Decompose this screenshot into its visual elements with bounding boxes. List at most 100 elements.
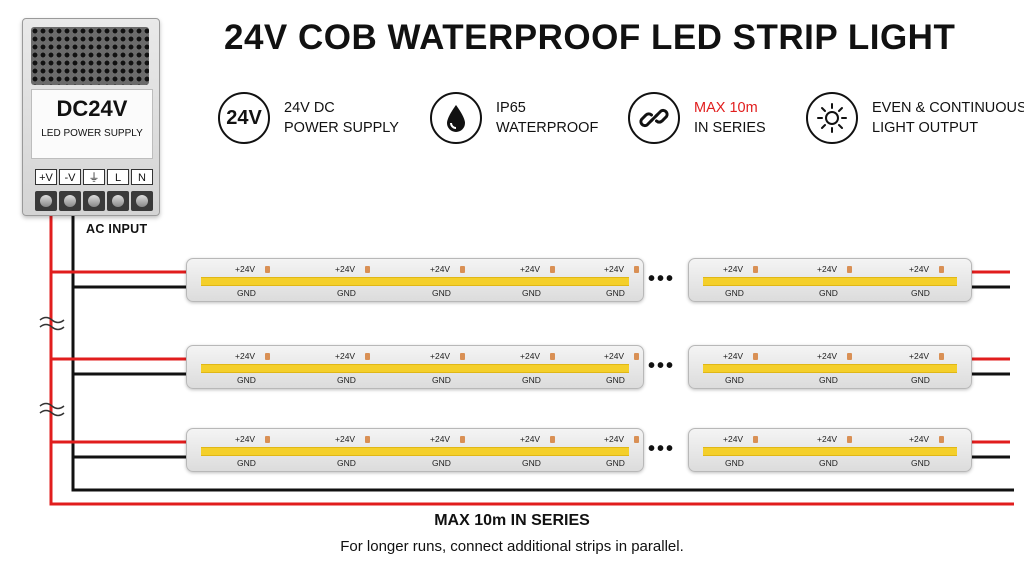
solder-pad xyxy=(460,266,465,273)
feature-line1: EVEN & CONTINUOUS xyxy=(872,100,1024,116)
strip-ground-label: GND xyxy=(337,375,356,385)
ellipsis-continuation: ••• xyxy=(648,438,676,460)
strip-positive-label: +24V xyxy=(520,434,541,444)
psu-model: DC24V xyxy=(56,96,128,121)
row-2-wires xyxy=(51,357,1010,376)
ac-input-label: AC INPUT xyxy=(86,222,148,236)
terminal-line: L xyxy=(107,169,129,185)
solder-pad xyxy=(550,436,555,443)
cob-light-line xyxy=(703,447,957,456)
power-supply: DC24V LED POWER SUPPLY +V -V ⏚ L N xyxy=(22,18,160,216)
solder-pad xyxy=(753,266,758,273)
strip-positive-label: +24V xyxy=(430,351,451,361)
solder-pad xyxy=(460,353,465,360)
cob-light-line xyxy=(703,364,957,373)
strip-ground-label: GND xyxy=(725,288,744,298)
ellipsis-continuation: ••• xyxy=(648,268,676,290)
strip-positive-label: +24V xyxy=(430,264,451,274)
strip-positive-label: +24V xyxy=(909,264,930,274)
strip-positive-label: +24V xyxy=(909,434,930,444)
24v-badge-icon: 24V xyxy=(218,92,270,144)
screw-icon xyxy=(59,191,81,211)
cob-light-line xyxy=(703,277,957,286)
screw-icon xyxy=(107,191,129,211)
strip-ground-label: GND xyxy=(522,288,541,298)
strip-positive-label: +24V xyxy=(430,434,451,444)
feature-line2: POWER SUPPLY xyxy=(284,120,399,136)
strip-ground-label: GND xyxy=(606,375,625,385)
solder-pad xyxy=(550,266,555,273)
strip-ground-label: GND xyxy=(606,458,625,468)
strip-ground-label: GND xyxy=(522,375,541,385)
sun-icon xyxy=(806,92,858,144)
strip-ground-label: GND xyxy=(911,375,930,385)
feature-line1: IP65 xyxy=(496,100,526,116)
terminal-labels: +V -V ⏚ L N xyxy=(35,169,155,185)
ellipsis-continuation: ••• xyxy=(648,355,676,377)
strip-ground-label: GND xyxy=(819,375,838,385)
solder-pad xyxy=(634,266,639,273)
solder-pad xyxy=(265,266,270,273)
feature-line1: MAX 10m xyxy=(694,100,758,116)
solder-pad xyxy=(847,266,852,273)
terminal-negative: -V xyxy=(59,169,81,185)
solder-pad xyxy=(753,353,758,360)
strip-ground-label: GND xyxy=(522,458,541,468)
row-3-wires xyxy=(51,440,1010,459)
screw-icon xyxy=(35,191,57,211)
strip-positive-label: +24V xyxy=(335,351,356,361)
solder-pad xyxy=(939,436,944,443)
solder-pad xyxy=(634,436,639,443)
solder-pad xyxy=(753,436,758,443)
solder-pad xyxy=(847,436,852,443)
solder-pad xyxy=(939,353,944,360)
solder-pad xyxy=(365,436,370,443)
strip-ground-label: GND xyxy=(911,288,930,298)
screw-icon xyxy=(83,191,105,211)
strip-ground-label: GND xyxy=(237,375,256,385)
solder-pad xyxy=(550,353,555,360)
solder-pad xyxy=(265,436,270,443)
psu-name: LED POWER SUPPLY xyxy=(41,128,143,139)
strip-ground-label: GND xyxy=(432,288,451,298)
terminal-screws xyxy=(35,191,155,211)
strip-ground-label: GND xyxy=(237,458,256,468)
feature-line2: IN SERIES xyxy=(694,120,766,136)
cob-light-line xyxy=(201,277,629,286)
row-1-wires xyxy=(51,270,1010,289)
strip-ground-label: GND xyxy=(725,375,744,385)
screw-icon xyxy=(131,191,153,211)
feature-line1: 24V DC xyxy=(284,100,335,116)
vent-grill xyxy=(31,27,149,85)
footer-text: For longer runs, connect additional stri… xyxy=(340,538,684,555)
page-title: 24V COB WATERPROOF LED STRIP LIGHT xyxy=(224,18,956,57)
chain-link-icon xyxy=(628,92,680,144)
strip-ground-label: GND xyxy=(337,458,356,468)
solder-pad xyxy=(265,353,270,360)
strip-positive-label: +24V xyxy=(604,434,625,444)
footer-title: MAX 10m IN SERIES xyxy=(434,512,590,529)
strip-ground-label: GND xyxy=(819,458,838,468)
solder-pad xyxy=(939,266,944,273)
strip-positive-label: +24V xyxy=(604,264,625,274)
solder-pad xyxy=(365,353,370,360)
strip-positive-label: +24V xyxy=(817,264,838,274)
strip-ground-label: GND xyxy=(432,458,451,468)
strip-ground-label: GND xyxy=(725,458,744,468)
strip-positive-label: +24V xyxy=(235,434,256,444)
strip-ground-label: GND xyxy=(432,375,451,385)
strip-positive-label: +24V xyxy=(520,351,541,361)
strip-positive-label: +24V xyxy=(335,264,356,274)
psu-label: DC24V LED POWER SUPPLY xyxy=(31,89,153,159)
strip-positive-label: +24V xyxy=(604,351,625,361)
strip-ground-label: GND xyxy=(606,288,625,298)
strip-positive-label: +24V xyxy=(723,264,744,274)
water-drop-icon xyxy=(430,92,482,144)
solder-pad xyxy=(460,436,465,443)
